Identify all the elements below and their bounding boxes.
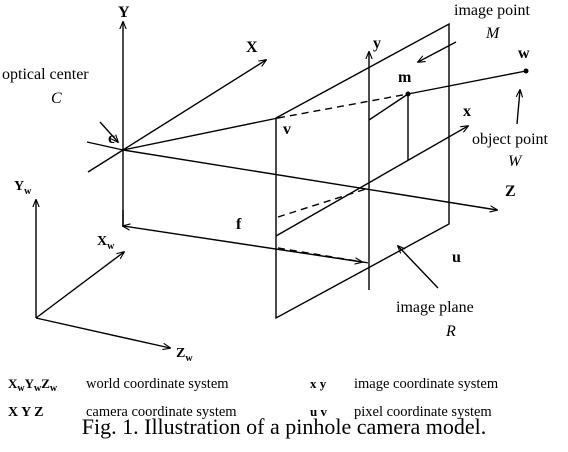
optical-center-point-label: c xyxy=(108,130,115,147)
camera-x-back xyxy=(87,149,124,173)
object-point-pointer xyxy=(517,90,520,125)
figure-caption: Fig. 1. Illustration of a pinhole camera… xyxy=(81,414,487,439)
image-point-marker xyxy=(405,91,411,97)
camera-y-label: Y xyxy=(118,4,130,21)
object-point-text: object point xyxy=(472,131,549,148)
legend-pixel-symbols: u v xyxy=(310,404,327,419)
optical-center-symbol: C xyxy=(51,90,62,107)
optical-axis-dashed xyxy=(277,187,370,218)
image-y-label: y xyxy=(373,35,381,52)
world-x-axis xyxy=(35,252,124,319)
pixel-u-label: u xyxy=(452,249,461,266)
world-z-axis xyxy=(35,317,170,348)
legend-camera-text: camera coordinate system xyxy=(86,404,237,420)
image-plane-symbol: R xyxy=(445,323,456,340)
optical-center-pointer xyxy=(99,121,118,142)
object-point-label: w xyxy=(518,45,530,62)
camera-to-v-ray xyxy=(122,117,279,151)
legend-world-symbols: XwYwZw xyxy=(8,376,58,394)
image-x-axis xyxy=(275,126,468,237)
focal-length-label: f xyxy=(236,216,242,233)
world-z-label: Zw xyxy=(176,346,193,364)
image-point-label: m xyxy=(398,69,412,86)
optical-center-text: optical center xyxy=(2,66,89,83)
optical-axis-back xyxy=(86,141,124,151)
image-point-symbol: M xyxy=(485,25,501,42)
world-y-label: Yw xyxy=(14,179,32,197)
image-point-text: image point xyxy=(454,2,531,19)
m-projection-horizontal xyxy=(368,93,409,121)
ray-m-to-w xyxy=(407,70,527,95)
object-point-marker xyxy=(523,68,529,74)
pixel-v-label: v xyxy=(283,121,291,138)
world-x-label: Xw xyxy=(97,234,115,252)
image-plane xyxy=(275,22,450,320)
image-plane-text: image plane xyxy=(396,299,474,316)
camera-x-axis xyxy=(122,60,266,151)
legend-image-symbols: x y xyxy=(310,376,327,391)
camera-x-label: X xyxy=(246,39,258,56)
image-x-label: x xyxy=(463,103,471,120)
ray-v-to-m-dashed xyxy=(277,93,409,119)
legend-pixel-text: pixel coordinate system xyxy=(354,404,492,420)
legend-image-text: image coordinate system xyxy=(354,376,499,392)
image-plane-pointer xyxy=(398,246,439,289)
legend-world-text: world coordinate system xyxy=(86,376,229,392)
object-point-symbol: W xyxy=(508,153,523,170)
camera-z-label: Z xyxy=(505,183,516,200)
camera-z-axis xyxy=(122,149,497,210)
legend-camera-symbols: X Y Z xyxy=(8,405,44,420)
image-point-pointer xyxy=(418,41,457,62)
focal-length-arrow xyxy=(123,226,362,262)
